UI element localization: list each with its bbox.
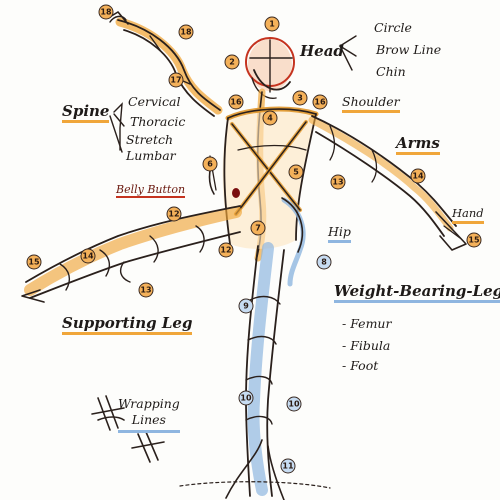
label-hip: Hip (328, 225, 351, 243)
supporting-leg (21, 205, 242, 303)
label-brow-line: Brow Line (376, 42, 442, 57)
label-spine: Spine (62, 104, 110, 123)
label-supporting-leg: Supporting Leg (62, 316, 193, 335)
label-cervical: Cervical (128, 94, 181, 109)
step-number: 18 (98, 4, 114, 20)
step-number: 15 (26, 254, 42, 270)
label-weight-bearing-leg: Weight-Bearing-Leg (334, 284, 500, 303)
label-circle: Circle (374, 20, 412, 35)
head-shape (245, 37, 295, 99)
label-hand: Hand (452, 207, 484, 224)
step-number: 16 (312, 94, 328, 110)
step-number: 10 (238, 390, 254, 406)
label-shoulder: Shoulder (342, 95, 400, 113)
step-number: 1 (264, 16, 280, 32)
label-lumbar: Lumbar (126, 148, 176, 163)
step-number: 12 (218, 242, 234, 258)
step-number: 10 (286, 396, 302, 412)
step-number: 2 (224, 54, 240, 70)
step-number: 4 (262, 110, 278, 126)
label-wrapping-lines: Wrapping Lines (118, 396, 180, 433)
label-thoracic: Thoracic (130, 114, 186, 129)
step-number: 6 (202, 156, 218, 172)
step-number: 13 (138, 282, 154, 298)
wrapping-lines-sample (91, 395, 165, 463)
step-number: 9 (238, 298, 254, 314)
label-chin: Chin (376, 64, 406, 79)
step-number: 5 (288, 164, 304, 180)
step-number: 12 (166, 206, 182, 222)
label-stretch: Stretch (126, 132, 174, 147)
right-arm (308, 115, 467, 251)
step-number: 11 (280, 458, 296, 474)
step-number: 15 (466, 232, 482, 248)
step-number: 3 (292, 90, 308, 106)
step-number: 18 (178, 24, 194, 40)
label-arms: Arms (396, 136, 440, 155)
step-number: 7 (250, 220, 266, 236)
step-number: 16 (228, 94, 244, 110)
label-belly-button: Belly Button (116, 183, 186, 198)
hip-shape (281, 197, 306, 287)
step-number: 8 (316, 254, 332, 270)
label-foot: - Foot (342, 358, 379, 373)
label-fibula: - Fibula (342, 338, 391, 353)
label-connectors (109, 35, 357, 153)
step-number: 14 (410, 168, 426, 184)
weight-bearing-leg (179, 242, 331, 500)
step-number: 13 (330, 174, 346, 190)
step-number: 14 (80, 248, 96, 264)
label-head: Head (300, 42, 344, 60)
step-number: 17 (168, 72, 184, 88)
label-femur: - Femur (342, 316, 392, 331)
